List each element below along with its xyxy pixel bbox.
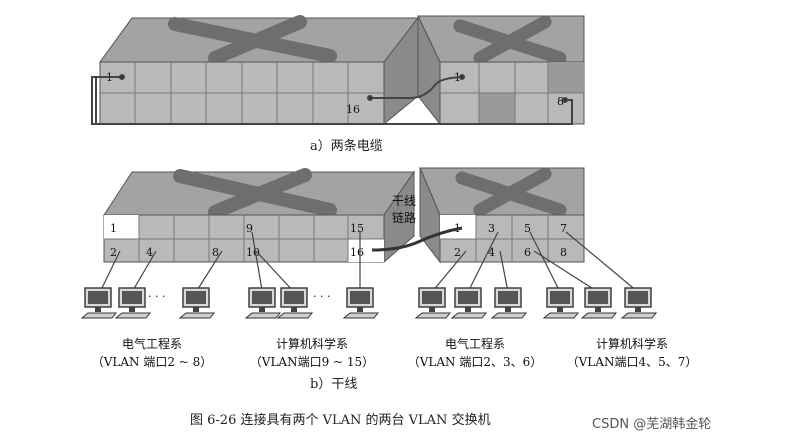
pc-icon (178, 287, 216, 319)
pc-icon (580, 287, 618, 319)
switch-x-logo-icon (453, 15, 567, 65)
caption-a: a）两条电缆 (310, 138, 383, 154)
pc-icon (276, 287, 314, 319)
pc-icon (244, 287, 282, 319)
b1-port-16: 16 (350, 246, 364, 259)
a2-port-8: 8 (557, 95, 564, 108)
b2-port-8: 8 (560, 246, 567, 259)
b2-port-4: 4 (488, 246, 495, 259)
trunk-label-2: 链路 (392, 210, 416, 225)
caption-b: b）干线 (310, 377, 357, 392)
group-cs-2-ports: （VLAN端口4、5、7） (567, 355, 698, 369)
b2-port-6: 6 (524, 246, 531, 259)
b2-port-5: 5 (524, 222, 531, 235)
switch-x-logo-icon (168, 15, 337, 65)
pc-icon (620, 287, 658, 319)
group-cs-1-name: 计算机科学系 (276, 336, 348, 351)
pc-cables (99, 231, 639, 293)
cable-1 (91, 76, 573, 125)
b1-port-9: 9 (246, 222, 253, 235)
figure-caption: 图 6-26 连接具有两个 VLAN 的两台 VLAN 交换机 (190, 412, 491, 428)
pc-icon (490, 287, 528, 319)
pc-icon (542, 287, 580, 319)
b1-port-15: 15 (350, 222, 364, 235)
trunk-label-1: 干线 (392, 194, 416, 208)
pc-group (80, 287, 658, 319)
trunk-link (371, 226, 463, 252)
ellipsis-right: · · · (313, 290, 330, 303)
watermark: CSDN @芜湖韩金轮 (592, 416, 711, 432)
b1-port-4: 4 (146, 246, 153, 259)
pc-icon (342, 287, 380, 319)
switch-b1: 1 9 15 2 4 8 10 16 (103, 168, 415, 264)
pc-icon (80, 287, 118, 319)
pc-icon (414, 287, 452, 319)
b2-port-2: 2 (454, 246, 461, 259)
cables-a (91, 74, 573, 125)
cable-2 (370, 76, 463, 99)
b1-port-8: 8 (212, 246, 219, 259)
switch-a2: 1 8 (417, 15, 585, 126)
b2-port-7: 7 (560, 222, 567, 235)
ellipsis-left: · · · (148, 290, 165, 303)
b2-port-3: 3 (488, 222, 495, 235)
group-ee-2-ports: （VLAN 端口2、3、6） (408, 355, 543, 369)
pc-icon (114, 287, 152, 319)
group-cs-2-name: 计算机科学系 (596, 336, 668, 351)
pc-icon (450, 287, 488, 319)
switch-a1: 1 16 (99, 15, 420, 126)
switch-b2: 1 3 5 7 2 4 6 8 (419, 167, 585, 264)
switch-x-logo-icon (455, 167, 567, 217)
group-ee-1-ports: （VLAN 端口2 ~ 8） (92, 355, 213, 369)
a1-port-16: 16 (346, 103, 360, 116)
switch-x-logo-icon (173, 168, 337, 219)
group-ee-2-name: 电气工程系 (445, 336, 505, 351)
b1-port-1: 1 (110, 222, 117, 235)
group-cs-1-ports: （VLAN端口9 ~ 15） (250, 355, 374, 369)
b1-port-2: 2 (110, 246, 117, 259)
group-ee-1-name: 电气工程系 (122, 336, 182, 351)
